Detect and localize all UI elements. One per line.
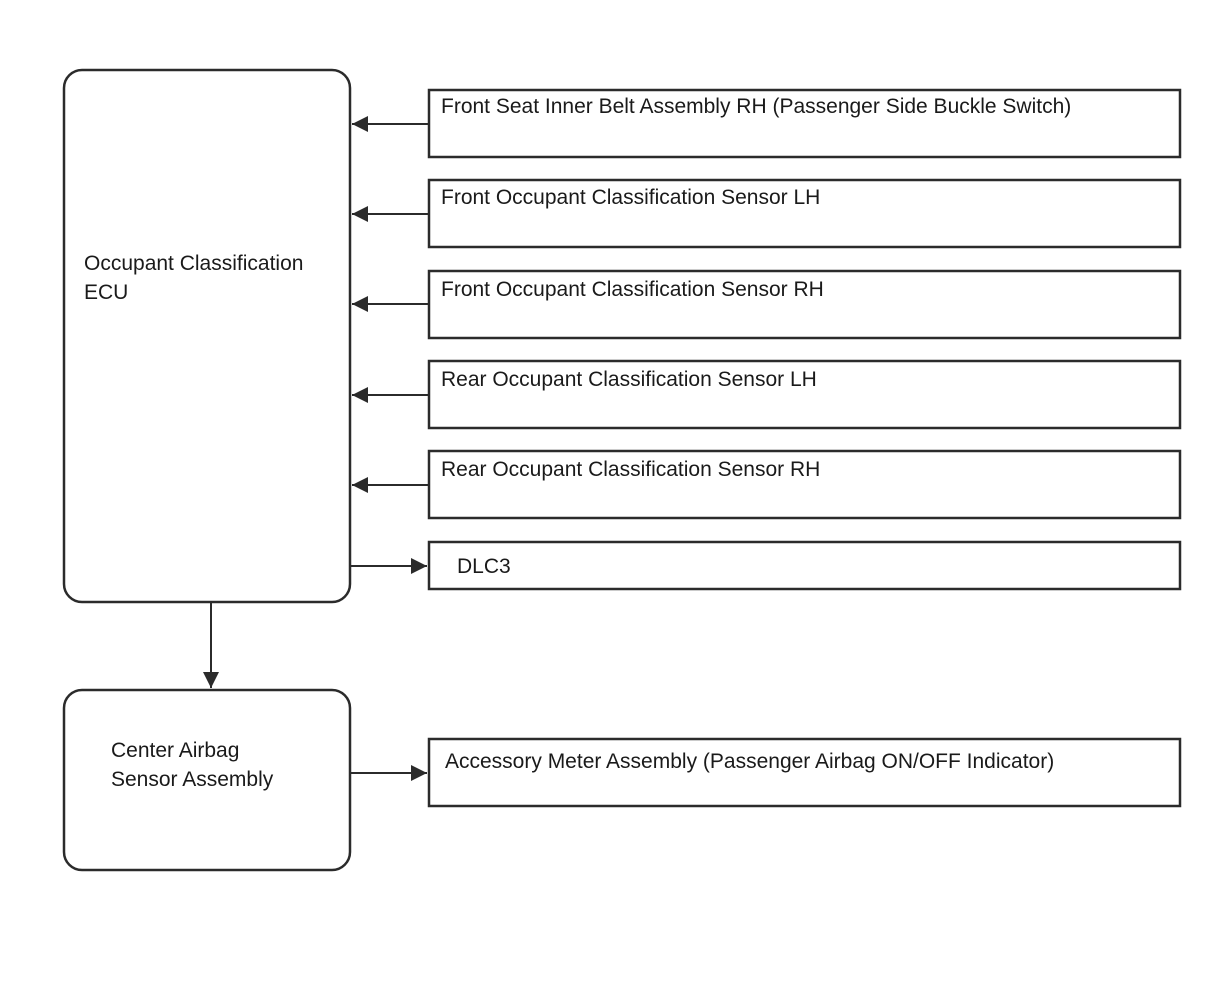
input-box-front-sensor-lh [427, 178, 1182, 249]
input-label-rear-sensor-lh: Rear Occupant Classification Sensor LH [441, 368, 817, 391]
center-airbag-label: Center Airbag Sensor Assembly [111, 736, 273, 794]
input-box-front-sensor-rh [427, 269, 1182, 340]
accessory-meter-box [427, 737, 1182, 808]
input-label-front-sensor-lh: Front Occupant Classification Sensor LH [441, 186, 821, 209]
input-box-rear-sensor-rh [427, 449, 1182, 520]
input-box-rear-sensor-lh [427, 359, 1182, 430]
ecu-label-line1: Occupant Classification [84, 252, 304, 275]
center-airbag-label-line1: Center Airbag [111, 739, 240, 762]
accessory-meter-label: Accessory Meter Assembly (Passenger Airb… [445, 750, 1055, 773]
dlc3-box [427, 540, 1182, 591]
center-airbag-box [62, 688, 352, 872]
ecu-label: Occupant Classification ECU [84, 249, 303, 307]
center-airbag-label-line2: Sensor Assembly [111, 768, 274, 791]
dlc3-label: DLC3 [457, 555, 511, 578]
ecu-box [62, 68, 352, 604]
input-label-front-sensor-rh: Front Occupant Classification Sensor RH [441, 278, 824, 301]
input-label-buckle-switch: Front Seat Inner Belt Assembly RH (Passe… [441, 95, 1072, 118]
input-label-rear-sensor-rh: Rear Occupant Classification Sensor RH [441, 458, 821, 481]
ecu-label-line2: ECU [84, 281, 129, 304]
input-box-buckle-switch [427, 88, 1182, 159]
